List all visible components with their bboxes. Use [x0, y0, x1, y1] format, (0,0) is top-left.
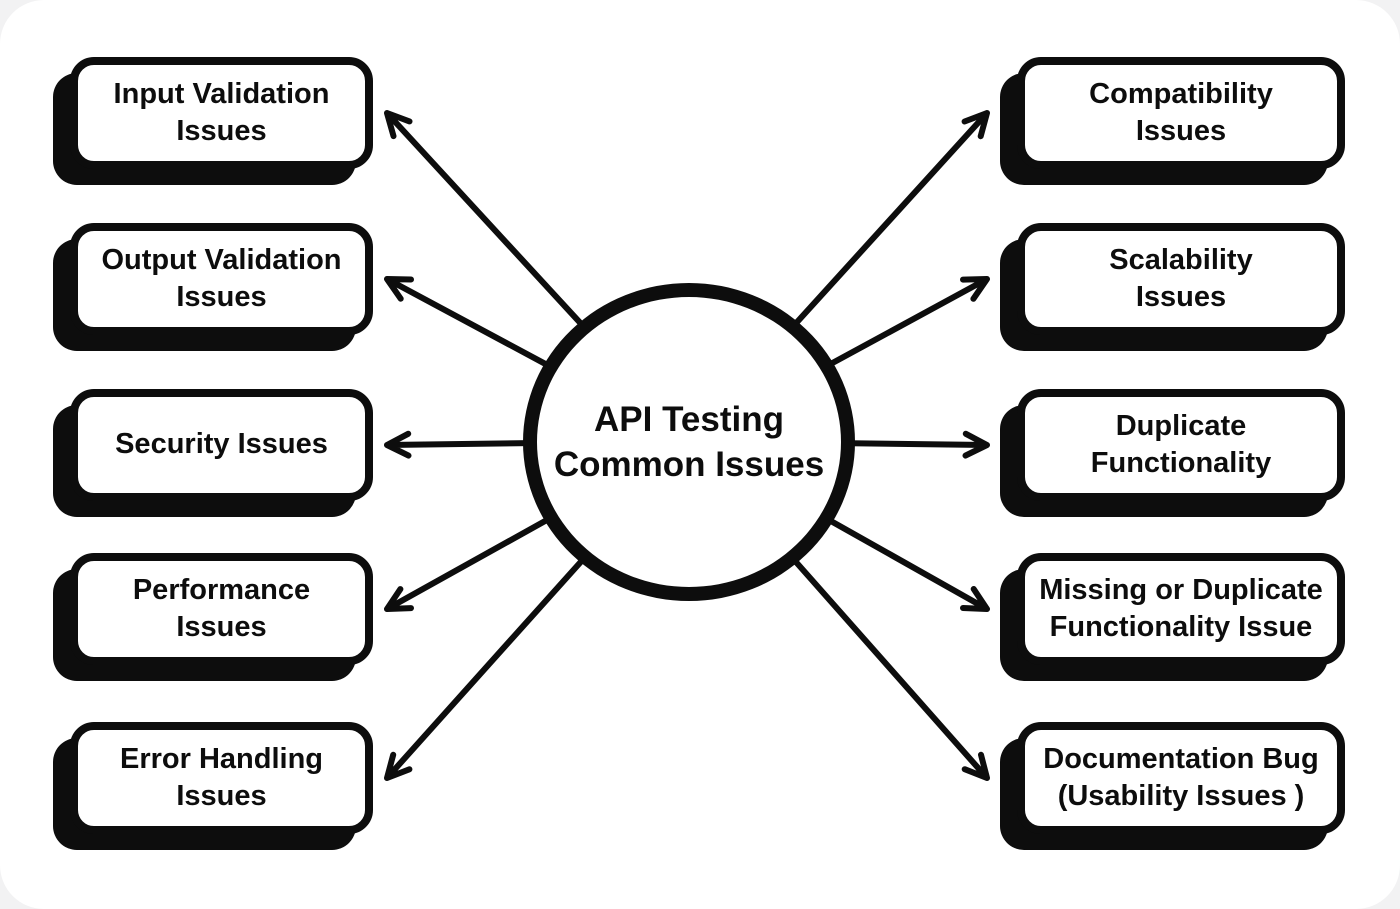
node-duplicate-functionality: Duplicate Functionality	[1017, 389, 1345, 501]
arrow-connector	[792, 110, 990, 327]
node-label: Error Handling Issues	[119, 742, 323, 812]
node-label: Output Validation Issues	[101, 243, 342, 313]
node-error-handling-issues: Error Handling Issues	[70, 722, 373, 834]
arrow-connector	[825, 516, 990, 612]
node-label: Security Issues	[115, 428, 328, 461]
node-scalability-issues: Scalability Issues	[1017, 223, 1345, 335]
node-label: Missing or Duplicate Functionality Issue	[1039, 573, 1323, 643]
arrow-connector	[384, 276, 551, 369]
node-compatibility-issues: Compatibility Issues	[1017, 57, 1345, 169]
node-output-validation-issues: Output Validation Issues	[70, 223, 373, 335]
central-topic-circle: API Testing Common Issues	[523, 283, 855, 601]
arrow-connector	[826, 276, 990, 368]
arrow-connector	[384, 430, 530, 459]
node-missing-or-duplicate-functionality-issue: Missing or Duplicate Functionality Issue	[1017, 553, 1345, 665]
arrow-connector	[384, 555, 587, 781]
central-topic-label: API Testing Common Issues	[553, 399, 825, 485]
arrow-connector	[848, 430, 990, 459]
node-label: Scalability Issues	[1109, 243, 1253, 313]
node-label: Performance Issues	[132, 573, 311, 643]
node-documentation-bug-usability-issues: Documentation Bug (Usability Issues )	[1017, 722, 1345, 834]
arrow-connector	[384, 515, 552, 612]
node-label: Input Validation Issues	[113, 77, 330, 147]
node-input-validation-issues: Input Validation Issues	[70, 57, 373, 169]
node-label: Duplicate Functionality	[1090, 409, 1272, 479]
arrow-connector	[790, 556, 990, 781]
node-label: Documentation Bug (Usability Issues )	[1043, 742, 1319, 812]
node-performance-issues: Performance Issues	[70, 553, 373, 665]
node-security-issues: Security Issues	[70, 389, 373, 501]
node-label: Compatibility Issues	[1089, 77, 1273, 147]
arrow-connector	[384, 110, 585, 328]
